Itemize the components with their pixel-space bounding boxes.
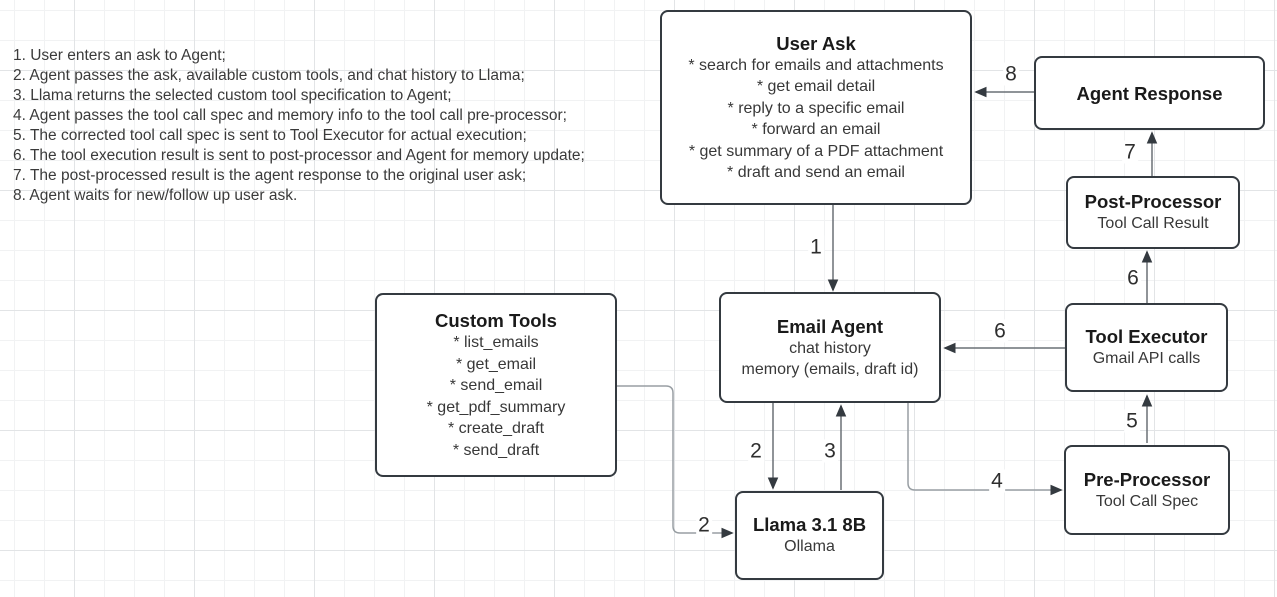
node-tool-executor-subtitle: Gmail API calls [1092, 350, 1201, 368]
node-user-ask-title: User Ask [776, 32, 856, 54]
user-ask-item: * draft and send an email [727, 164, 905, 181]
edge-label-6: 6 [992, 319, 1008, 343]
custom-tools-item: * send_email [449, 377, 543, 394]
node-pre-processor: Pre-Processor Tool Call Spec [1064, 445, 1230, 535]
node-email-agent: Email Agent chat history memory (emails,… [719, 292, 941, 403]
edge-label-2b: 2 [696, 513, 712, 537]
node-post-processor-subtitle: Tool Call Result [1097, 215, 1209, 233]
process-step-4: 4. Agent passes the tool call spec and m… [13, 107, 567, 124]
user-ask-item: * get summary of a PDF attachment [688, 142, 944, 160]
custom-tools-item: * send_draft [452, 441, 540, 459]
email-agent-line: chat history [789, 339, 871, 357]
process-step-8: 8. Agent waits for new/follow up user as… [13, 187, 298, 204]
node-agent-response-title: Agent Response [1076, 82, 1223, 104]
node-pre-processor-subtitle: Tool Call Spec [1095, 492, 1199, 510]
edge-custom-tools-to-llama [617, 385, 734, 539]
process-step-6: 6. The tool execution result is sent to … [13, 147, 585, 164]
edge-email-agent-to-pre-processor [907, 403, 1063, 496]
edge-label-5: 5 [1124, 409, 1140, 433]
edge-label-3: 3 [822, 439, 838, 463]
custom-tools-item: * create_draft [447, 420, 545, 437]
node-llama-subtitle: Ollama [784, 538, 835, 556]
process-step-1: 1. User enters an ask to Agent; [13, 47, 226, 64]
user-ask-item: * get email detail [756, 78, 876, 95]
node-custom-tools-title: Custom Tools [435, 310, 557, 331]
node-tool-executor-title: Tool Executor [1085, 326, 1208, 348]
user-ask-item: * forward an email [751, 121, 881, 138]
process-step-7: 7. The post-processed result is the agen… [13, 167, 527, 184]
node-email-agent-title: Email Agent [776, 315, 884, 337]
edge-label-8: 8 [1003, 62, 1019, 86]
edge-label-1: 1 [808, 235, 824, 259]
email-agent-line: memory (emails, draft id) [741, 361, 919, 378]
node-user-ask: User Ask * search for emails and attachm… [660, 10, 972, 205]
custom-tools-item: * list_emails [453, 334, 539, 351]
node-llama: Llama 3.1 8B Ollama [735, 491, 884, 580]
node-agent-response: Agent Response [1034, 56, 1265, 130]
process-step-2: 2. Agent passes the ask, available custo… [13, 67, 525, 84]
process-step-3: 3. Llama returns the selected custom too… [13, 87, 452, 104]
edge-label-2: 2 [748, 439, 764, 463]
node-pre-processor-title: Pre-Processor [1083, 468, 1211, 490]
node-post-processor-title: Post-Processor [1084, 191, 1222, 213]
edge-label-7: 7 [1122, 140, 1138, 164]
node-custom-tools: Custom Tools * list_emails * get_email *… [375, 293, 617, 477]
node-llama-title: Llama 3.1 8B [752, 514, 867, 536]
custom-tools-item: * get_email [455, 355, 537, 373]
process-steps-list: 1. User enters an ask to Agent; 2. Agent… [13, 46, 585, 206]
user-ask-item: * search for emails and attachments [688, 56, 944, 74]
node-post-processor: Post-Processor Tool Call Result [1066, 176, 1240, 249]
user-ask-item: * reply to a specific email [727, 99, 905, 117]
node-tool-executor: Tool Executor Gmail API calls [1065, 303, 1228, 392]
edge-label-6b: 6 [1125, 266, 1141, 290]
edge-label-4: 4 [989, 469, 1005, 493]
custom-tools-item: * get_pdf_summary [426, 398, 566, 416]
process-step-5: 5. The corrected tool call spec is sent … [13, 127, 527, 144]
